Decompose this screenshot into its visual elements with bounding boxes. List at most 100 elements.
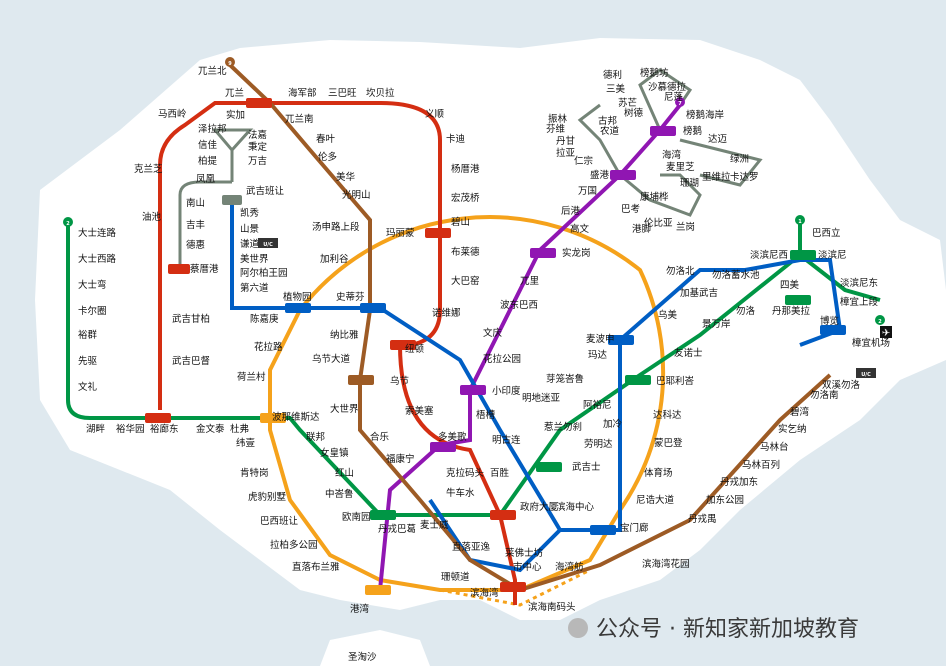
station-bukit-gombak: 武吉甘柏 [172,313,210,325]
station-dover: 杜弗 [230,423,249,435]
station-changi-airport: 樟宜机场 [852,337,890,349]
station-kovan: 高文 [570,223,590,235]
station-caldecott: 加利谷 [320,253,349,265]
station-simei: 四美 [780,279,800,291]
station-raffles-place: 莱佛士坊 [505,547,544,559]
station-soo-teck: 树德 [624,107,644,119]
station-hillview: 山景 [240,224,259,235]
station-havelock: 合乐 [370,431,390,443]
station-bedok-north: 勿洛北 [666,265,695,277]
station-yio-chu-kang: 杨厝港 [451,163,480,175]
station-lakeside: 湖畔 [86,423,106,435]
station-stadium: 体育场 [644,467,673,479]
station-teck-whye: 德惠 [186,239,205,251]
station-jurong-east: 裕廊东 [150,423,179,435]
botanic-gardens-marker [285,303,311,313]
cg-line-number: 2 [878,319,882,325]
station-kangkar: 港脚 [632,223,651,235]
station-esplanade: 滨海中心 [556,501,595,513]
station-paya-lebar: 巴耶利峇 [656,375,695,387]
station-katong-park: 加东公园 [706,494,744,506]
ne-line-badge [675,97,685,107]
little-india-marker [460,385,486,395]
woodlands-marker [246,98,272,108]
station-woodlands: 兀兰 [225,87,244,99]
station-sungei-bedok: 双溪勿洛 [822,379,861,391]
station-kaki-bukit: 加基武吉 [680,287,718,299]
expo-marker [820,325,846,335]
station-marine-parade: 马林百列 [742,459,780,471]
downtown-line [230,205,843,573]
station-queenstown: 女皇镇 [320,447,349,459]
station-napier: 纳比雅 [330,329,359,341]
station-tampines-west: 淡滨尼西 [750,249,788,261]
station-woodlands-south: 兀兰南 [285,113,314,125]
station-canberra: 坎贝拉 [366,87,395,99]
dhoby-ghaut-marker [430,442,456,452]
station-fort-canning: 福康宁 [386,453,415,465]
station-samudera: 沙慕德拉 [648,81,687,93]
station-chinatown: 牛车水 [446,487,475,499]
station-bedok: 勿洛 [736,305,756,317]
station-admiralty: 海军部 [288,87,317,99]
station-tuas-west-road: 大士西路 [78,253,117,265]
station-clarke-quay: 克拉码头 [446,467,484,479]
station-bukit-batok: 武吉巴督 [172,355,210,367]
station-ang-mo-kio: 宏茂桥 [451,192,480,204]
station-punggol: 榜鹅 [683,125,702,137]
station-kupang: 古邦 [598,115,618,127]
ew-line-badge [63,217,73,227]
newton-marker [390,340,416,350]
ew-line-number-east: 1 [798,219,802,225]
station-haw-par-villa: 虎豹别墅 [248,491,287,503]
uc-tag-1 [258,238,278,248]
station-pasir-ris: 巴西立 [812,227,841,239]
station-hume: 谦道 [240,238,260,250]
station-stevens: 史蒂芬 [336,291,365,303]
tampines-marker [790,250,816,260]
station-sentosa: 圣淘沙 [348,651,377,663]
outram-park-marker [370,510,396,520]
harbourfront-marker [365,585,391,595]
station-riviera: 里维拉 [702,171,731,183]
ew-line-number: 2 [66,221,70,227]
station-fajar: 法嘉 [248,129,267,141]
ew-line-badge-east [795,215,805,225]
station-punggol-point: 榜鹅坊 [640,67,669,79]
station-labels: 兀兰北 兀兰 兀兰南 海军部 三巴旺 坎贝拉 义顺 卡迪 杨厝港 宏茂桥 碧山 … [78,65,890,663]
station-macpherson: 麦波申 [586,333,615,345]
station-buangkok: 万国 [578,186,597,197]
station-serangoon: 实龙岗 [562,247,591,259]
station-cashew: 凯秀 [240,207,260,219]
station-sam-kee: 三美 [606,83,626,95]
airplane-icon: ✈ [880,326,892,339]
station-cove: 海湾 [662,149,682,161]
station-clementi: 金文泰 [196,423,225,435]
station-promenade: 宝门廊 [620,522,649,534]
jurong-east-marker [145,413,171,423]
station-buona-vista: 波那维斯达 [272,411,320,423]
station-tanjong-rhu: 丹戎禺 [688,513,717,525]
station-dhoby-ghaut: 多美歌 [438,431,467,443]
macpherson-marker [608,335,634,345]
station-bakau: 巴考 [621,204,640,215]
station-bayshore: 碧湾 [790,406,810,418]
station-bayfront: 海湾舫 [555,561,584,573]
station-tanjong-pagar: 丹戎巴葛 [378,523,416,535]
station-choa-chu-kang: 蔡厝港 [190,263,219,275]
station-kent-ridge: 肯特岗 [240,467,269,479]
station-damai: 达迈 [708,133,728,145]
sentosa-island [320,630,430,666]
station-maxwell: 麦士威 [420,519,449,531]
station-mattar: 玛达 [588,349,608,361]
uc-tags: U/C U/C [258,238,876,378]
station-expo: 博览 [820,315,839,327]
station-tampines-east: 淡滨尼东 [840,277,878,289]
station-redhill: 红山 [335,467,354,479]
uc-tag-2-text: U/C [861,372,871,378]
station-great-world: 大世界 [330,403,359,415]
station-boon-keng: 文庆 [483,327,503,339]
station-sembawang: 三巴旺 [328,88,357,99]
station-marina-bay: 滨海湾 [470,587,499,599]
station-farmway: 农道 [600,125,620,137]
